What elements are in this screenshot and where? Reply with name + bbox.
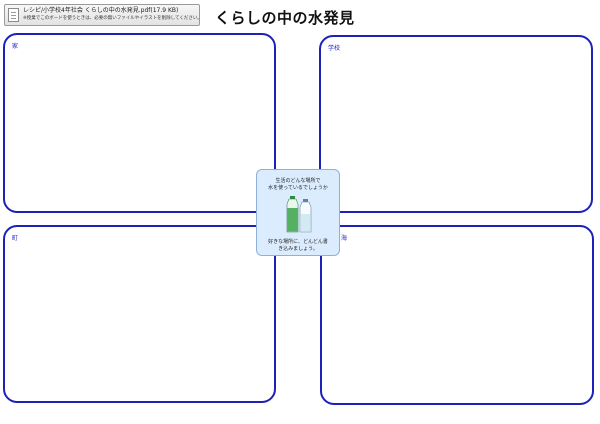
file-text: レシピ/小学校4年社会 くらしの中の水発見.pdf(17.9 KB) ※授業でこ…	[23, 7, 202, 23]
box-label-home: 家	[12, 43, 19, 50]
board-box-mountain-sea[interactable]: 山・海	[320, 225, 594, 405]
board-box-town[interactable]: 町	[3, 225, 276, 403]
box-label-school: 学校	[328, 45, 341, 52]
instruction-card: 生活のどんな場所で 水を使っているでしょうか 好きな場所に、どんどん書 き込みま…	[256, 169, 340, 256]
card-question-line2: 水を使っているでしょうか	[268, 185, 328, 191]
file-name[interactable]: レシピ/小学校4年社会 くらしの中の水発見.pdf(17.9 KB)	[23, 7, 179, 14]
board-box-home[interactable]: 家	[3, 33, 276, 213]
file-icon	[8, 8, 19, 22]
card-question-line1: 生活のどんな場所で	[275, 178, 321, 184]
file-attachment[interactable]: レシピ/小学校4年社会 くらしの中の水発見.pdf(17.9 KB) ※授業でこ…	[4, 4, 202, 26]
file-note: ※授業でこのボードを使うときは、必要の無いファイルやイラストを削除してください。	[23, 16, 202, 21]
board-box-school[interactable]: 学校	[319, 35, 593, 213]
page-title: くらしの中の水発見	[215, 9, 355, 27]
card-prompt-line2: き込みましょう。	[278, 246, 318, 252]
card-prompt-line1: 好きな場所に、どんどん書	[268, 239, 328, 245]
card-prompt: 好きな場所に、どんどん書 き込みましょう。	[257, 239, 339, 253]
card-question: 生活のどんな場所で 水を使っているでしょうか	[257, 178, 339, 192]
water-bottles-icon	[286, 196, 312, 233]
box-label-town: 町	[12, 235, 19, 242]
